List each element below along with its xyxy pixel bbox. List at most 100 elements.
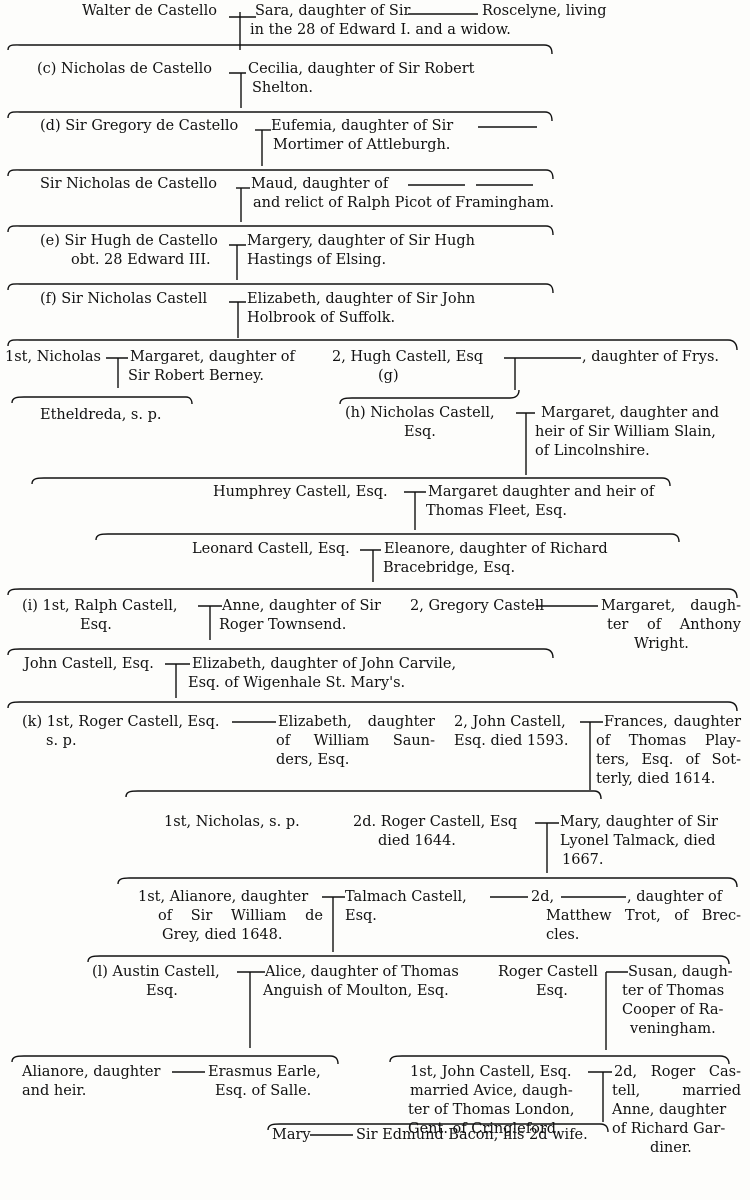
- alianore-grey-line-2: of Sir William de: [158, 908, 323, 924]
- cecilia-entry-line-2: Shelton.: [252, 80, 313, 96]
- humphrey-castell: Humphrey Castell, Esq.: [213, 484, 388, 500]
- erasmus-earle: Erasmus Earle,: [208, 1064, 321, 1080]
- roger-castell-gardiner-line-3: Anne, daughter: [612, 1102, 727, 1118]
- frances-playters-line-4: terly, died 1614.: [596, 771, 716, 787]
- alice-anguish-line-2: Anguish of Moulton, Esq.: [263, 983, 449, 999]
- roger-castell-2d: 2d. Roger Castell, Esq: [353, 814, 518, 830]
- gregory-de-castello-d: (d) Sir Gregory de Castello: [40, 118, 239, 134]
- frances-playters-entry: Frances, daughter: [604, 714, 741, 730]
- margaret-slain-entry: Margaret, daughter and: [541, 405, 720, 421]
- walter-de-castello: Walter de Castello: [82, 3, 217, 19]
- gregory-castell: 2, Gregory Castell: [410, 598, 545, 614]
- mary-talmack-line-3: 1667.: [562, 852, 604, 868]
- daughter-of-frys: , daughter of Frys.: [582, 349, 719, 365]
- eleanore-bracebridge-entry: Eleanore, daughter of Richard: [384, 541, 608, 557]
- eufemia-entry-line-2: Mortimer of Attleburgh.: [273, 137, 451, 153]
- elizabeth-saunders-line-3: ders, Esq.: [276, 752, 350, 768]
- susan-cooper-entry: Susan, daugh-: [628, 964, 733, 980]
- anne-townsend-line-2: Roger Townsend.: [219, 617, 347, 633]
- alianore-grey-line-3: Grey, died 1648.: [162, 927, 283, 943]
- alianore-heiress-line-2: and heir.: [22, 1083, 87, 1099]
- john-castell-2: 2, John Castell,: [454, 714, 566, 730]
- roger-castell-gardiner-line-2: tell, married: [612, 1083, 741, 1099]
- roger-castell-son: Roger Castell: [498, 964, 598, 980]
- john-castell-london-line-2: married Avice, daugh-: [410, 1083, 573, 1099]
- eleanore-bracebridge-line-2: Bracebridge, Esq.: [383, 560, 516, 576]
- elizabeth-carvile-entry: Elizabeth, daughter of John Carvile,: [192, 656, 457, 672]
- ralph-castell-i: (i) 1st, Ralph Castell,: [22, 598, 178, 614]
- cecilia-entry: Cecilia, daughter of Sir Robert: [248, 61, 475, 77]
- margaret-berney-entry: Margaret, daughter of: [130, 349, 295, 365]
- john-castell-2-line-2: Esq. died 1593.: [454, 733, 569, 749]
- john-castell-london-line-3: ter of Thomas London,: [408, 1102, 575, 1118]
- john-castell-london: 1st, John Castell, Esq.: [410, 1064, 572, 1080]
- leonard-castell: Leonard Castell, Esq.: [192, 541, 350, 557]
- john-castell-london-line-4: Gent. of Cringleford.: [408, 1121, 561, 1137]
- roger-castell-k: (k) 1st, Roger Castell, Esq.: [22, 714, 220, 730]
- hugh-de-castello-line-2: obt. 28 Edward III.: [71, 252, 211, 268]
- trot-entry: , daughter of: [627, 889, 723, 905]
- talmach-castell-line-2: Esq.: [345, 908, 377, 924]
- susan-cooper-line-4: veningham.: [630, 1021, 716, 1037]
- elizabeth-saunders-entry: Elizabeth, daughter: [278, 714, 435, 730]
- elizabeth-holbrook-line-2: Holbrook of Suffolk.: [247, 310, 396, 326]
- elizabeth-carvile-line-2: Esq. of Wigenhale St. Mary's.: [188, 675, 406, 691]
- hugh-castell-note: (g): [378, 368, 399, 384]
- roger-castell-gardiner-line-4: of Richard Gar-: [612, 1121, 726, 1137]
- talmach-castell: Talmach Castell,: [345, 889, 467, 905]
- nicholas-de-castello-c: (c) Nicholas de Castello: [37, 61, 212, 77]
- sara-entry-line-2: in the 28 of Edward I. and a widow.: [250, 22, 511, 38]
- margaret-fleet-entry: Margaret daughter and heir of: [428, 484, 655, 500]
- margaret-slain-line-3: of Lincolnshire.: [535, 443, 650, 459]
- roger-castell-gardiner-line-5: diner.: [650, 1140, 692, 1156]
- erasmus-earle-line-2: Esq. of Salle.: [215, 1083, 312, 1099]
- mary-castell: Mary: [272, 1127, 311, 1143]
- maud-entry: Maud, daughter of: [251, 176, 389, 192]
- roger-castell-gardiner: 2d, Roger Cas-: [614, 1064, 741, 1080]
- mary-talmack-line-2: Lyonel Talmack, died: [560, 833, 716, 849]
- roger-castell-2d-line-2: died 1644.: [378, 833, 456, 849]
- nicholas-castell-h: (h) Nicholas Castell,: [345, 405, 495, 421]
- nicholas-castell-f: (f) Sir Nicholas Castell: [40, 291, 208, 307]
- margaret-fleet-line-2: Thomas Fleet, Esq.: [426, 503, 568, 519]
- susan-cooper-line-2: ter of Thomas: [622, 983, 725, 999]
- ralph-castell-i-line-2: Esq.: [80, 617, 112, 633]
- margaret-berney-line-2: Sir Robert Berney.: [128, 368, 264, 384]
- alianore-grey-entry: 1st, Alianore, daughter: [138, 889, 309, 905]
- nicholas-first-son-sp: 1st, Nicholas, s. p.: [164, 814, 300, 830]
- john-castell: John Castell, Esq.: [24, 656, 154, 672]
- etheldreda: Etheldreda, s. p.: [40, 407, 162, 423]
- margery-entry: Margery, daughter of Sir Hugh: [247, 233, 475, 249]
- margaret-wright-entry: Margaret, daugh-: [601, 598, 741, 614]
- hugh-castell-g: 2, Hugh Castell, Esq: [332, 349, 484, 365]
- maud-entry-line-2: and relict of Ralph Picot of Framingham.: [253, 195, 555, 211]
- sir-nicholas-de-castello: Sir Nicholas de Castello: [40, 176, 218, 192]
- alice-anguish-entry: Alice, daughter of Thomas: [265, 964, 459, 980]
- margaret-slain-line-2: heir of Sir William Slain,: [535, 424, 716, 440]
- trot-entry-line-2: Matthew Trot, of Brec-: [546, 908, 741, 924]
- elizabeth-holbrook-entry: Elizabeth, daughter of Sir John: [247, 291, 476, 307]
- sara-entry: Sara, daughter of Sir: [255, 3, 411, 19]
- margery-entry-line-2: Hastings of Elsing.: [247, 252, 387, 268]
- frances-playters-line-2: of Thomas Play-: [596, 733, 741, 749]
- roger-castell-son-line-2: Esq.: [536, 983, 568, 999]
- margaret-wright-line-3: Wright.: [634, 636, 689, 652]
- austin-castell-l: (l) Austin Castell,: [92, 964, 220, 980]
- edmund-bacon: Sir Edmund Bacon, his 2d wife.: [356, 1127, 588, 1143]
- nicholas-castell-h-line-2: Esq.: [404, 424, 436, 440]
- eufemia-entry: Eufemia, daughter of Sir: [271, 118, 454, 134]
- frances-playters-line-3: ters, Esq. of Sot-: [596, 752, 741, 768]
- margaret-wright-line-2: ter of Anthony: [607, 617, 741, 633]
- roger-castell-k-line-2: s. p.: [46, 733, 77, 749]
- trot-entry-line-3: cles.: [546, 927, 580, 943]
- elizabeth-saunders-line-2: of William Saun-: [276, 733, 435, 749]
- austin-castell-l-line-2: Esq.: [146, 983, 178, 999]
- susan-cooper-line-3: Cooper of Ra-: [622, 1002, 724, 1018]
- second-wife-label: 2d,: [531, 889, 555, 905]
- anne-townsend-entry: Anne, daughter of Sir: [222, 598, 381, 614]
- alianore-heiress: Alianore, daughter: [22, 1064, 161, 1080]
- hugh-de-castello-e: (e) Sir Hugh de Castello: [40, 233, 218, 249]
- mary-talmack-entry: Mary, daughter of Sir: [560, 814, 718, 830]
